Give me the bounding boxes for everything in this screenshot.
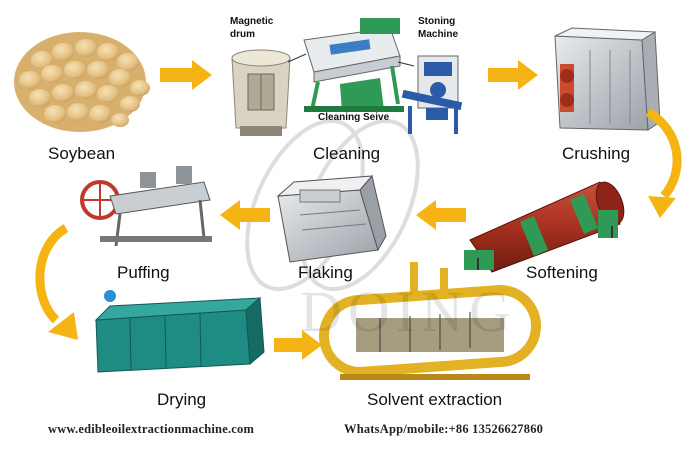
arrow-soybean-to-cleaning — [160, 60, 212, 90]
drying-machine-image — [96, 290, 264, 372]
step-label-crushing: Crushing — [562, 144, 630, 164]
cleaning-sieve-image — [304, 18, 404, 112]
step-label-softening: Softening — [526, 263, 598, 283]
arrow-softening-to-flaking — [416, 200, 466, 230]
step-label-cleaning: Cleaning — [313, 144, 380, 164]
soybean-image — [14, 32, 150, 132]
stoning-machine-label: Stoning Machine — [418, 16, 458, 41]
magnetic-drum-image — [232, 50, 290, 136]
connector-line — [288, 54, 306, 62]
flaking-machine-image — [278, 176, 386, 262]
footer-website: www.edibleoilextractionmachine.com — [48, 422, 254, 437]
stoning-machine-image — [402, 56, 462, 134]
step-label-flaking: Flaking — [298, 263, 353, 283]
crushing-machine-image — [555, 28, 660, 130]
step-label-soybean: Soybean — [48, 144, 115, 164]
footer-contact: WhatsApp/mobile:+86 13526627860 — [344, 422, 543, 437]
arrow-flaking-to-puffing — [220, 200, 270, 230]
arrow-crushing-to-softening — [648, 112, 677, 218]
cleaning-sieve-label: Cleaning Seive — [318, 112, 389, 125]
step-label-puffing: Puffing — [117, 263, 170, 283]
softening-machine-image — [464, 178, 629, 272]
watermark-text: DOING — [300, 278, 517, 345]
step-label-solvent-extraction: Solvent extraction — [367, 390, 502, 410]
step-label-drying: Drying — [157, 390, 206, 410]
arrow-puffing-to-drying — [40, 228, 78, 340]
magnetic-drum-label: Magnetic drum — [230, 16, 273, 41]
arrow-cleaning-to-crushing — [488, 60, 538, 90]
puffing-machine-image — [82, 166, 212, 246]
